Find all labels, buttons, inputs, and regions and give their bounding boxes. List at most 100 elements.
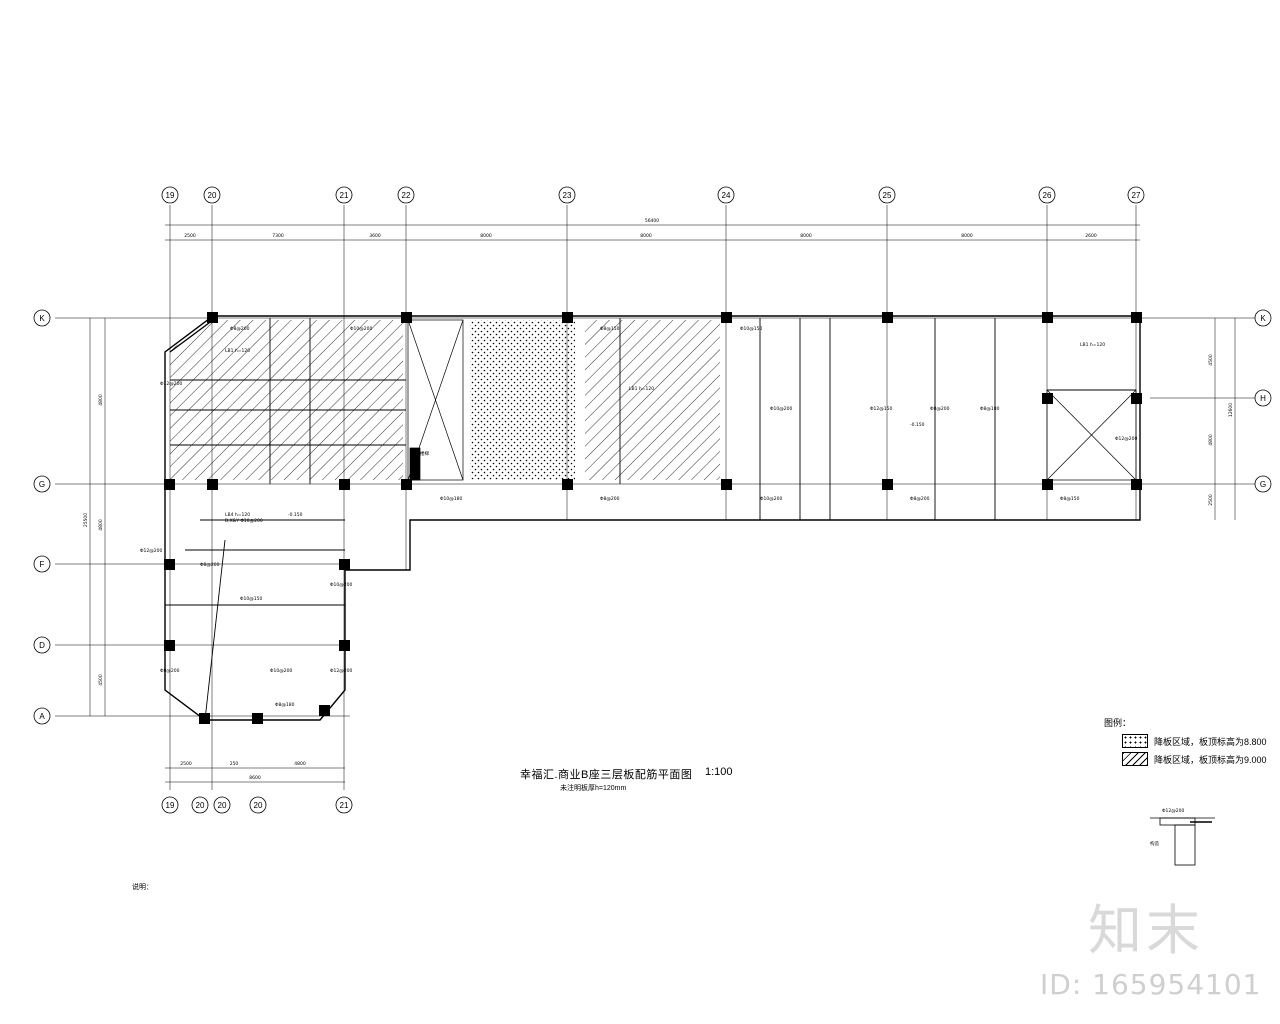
svg-text:2500: 2500 [1208,494,1214,506]
svg-text:Φ12@200: Φ12@200 [330,668,352,674]
svg-text:楼梯: 楼梯 [420,450,429,457]
svg-text:4800: 4800 [1208,434,1214,446]
svg-text:Φ8@180: Φ8@180 [980,406,1000,412]
svg-text:4800: 4800 [98,519,104,531]
dots-pattern-swatch [1122,734,1148,748]
svg-text:21: 21 [340,191,349,200]
svg-text:25500: 25500 [83,513,89,527]
watermark-brand: 知末 [1088,899,1204,962]
svg-text:Φ10@200: Φ10@200 [760,496,782,502]
grid-bubble: 21 [335,796,353,814]
svg-text:LB4 h=120: LB4 h=120 [225,512,250,518]
svg-text:G: G [39,480,45,489]
svg-text:2600: 2600 [1085,233,1097,239]
svg-text:Φ8@150: Φ8@150 [1060,496,1080,502]
grid-bubble: G [33,475,51,493]
openings [407,319,1137,481]
svg-text:Φ8@200: Φ8@200 [200,562,220,568]
svg-text:4500: 4500 [1208,354,1214,366]
svg-text:LB1 h=120: LB1 h=120 [225,348,250,354]
svg-text:20: 20 [218,801,227,810]
grid-bubble: D [33,636,51,654]
grid-bubble: F [33,555,51,573]
svg-text:Φ10@180: Φ10@180 [440,496,462,502]
dimension-right [1214,318,1236,520]
svg-text:8000: 8000 [640,233,652,239]
legend-title: 图例： [1104,718,1132,728]
svg-text:4500: 4500 [98,674,104,686]
svg-text:Φ12@200: Φ12@200 [1162,808,1184,814]
grid-bubble: 20 [249,796,267,814]
svg-text:A: A [39,712,45,721]
svg-text:20: 20 [254,801,263,810]
svg-text:2500: 2500 [180,761,192,767]
dimension-right-labels: 4500 4800 2500 12600 [1208,354,1234,506]
grid-bubble: G [1254,475,1272,493]
svg-text:25: 25 [883,191,892,200]
grid-bubble: 20 [213,796,231,814]
svg-text:22: 22 [402,191,411,200]
grid-bubble: H [1254,389,1272,407]
grid-bubble: K [1254,309,1272,327]
dimension-bottom-labels: 2500 250 4800 8600 [180,761,306,781]
svg-text:Φ12@150: Φ12@150 [870,406,892,412]
grid-bubble: A [33,707,51,725]
svg-text:19: 19 [166,801,175,810]
svg-text:7300: 7300 [272,233,284,239]
svg-text:Φ8@200: Φ8@200 [230,326,250,332]
svg-text:8000: 8000 [800,233,812,239]
svg-text:Φ12@200: Φ12@200 [160,381,182,387]
grid-bubble: 27 [1127,186,1145,204]
grid-bubbles-right: K H G [1254,309,1272,493]
svg-text:-0.150: -0.150 [910,422,925,428]
legend-item-hatch: 降板区域，板顶标高为9.000 [1122,752,1267,766]
grid-bubble: 23 [558,186,576,204]
svg-text:Φ10@200: Φ10@200 [270,668,292,674]
section-detail: Φ12@200 构造 [1150,808,1215,866]
grid-bubbles-left: K G F D A [33,309,51,725]
svg-text:24: 24 [722,191,731,200]
grid-bubble: 24 [717,186,735,204]
drawing-scale: 1:100 [705,766,733,778]
dimension-left-labels: 4800 4800 4500 25500 [83,394,104,686]
svg-text:Φ10@200: Φ10@200 [330,582,352,588]
legend-label: 降板区域，板顶标高为9.000 [1154,754,1267,765]
grid-bubble: 21 [335,186,353,204]
grid-bubbles-bottom: 19 20 20 20 21 [161,796,353,814]
svg-text:27: 27 [1132,191,1141,200]
svg-text:2500: 2500 [184,233,196,239]
grid-bubble: 22 [397,186,415,204]
svg-text:3600: 3600 [369,233,381,239]
svg-text:构造: 构造 [1150,840,1159,847]
svg-text:19: 19 [166,191,175,200]
svg-text:20: 20 [196,801,205,810]
grid-bubble: 26 [1038,186,1056,204]
svg-text:Φ10@200: Φ10@200 [350,326,372,332]
svg-text:G: G [1260,480,1266,489]
svg-text:250: 250 [230,761,239,767]
svg-text:23: 23 [563,191,572,200]
svg-text:D: D [39,641,45,650]
svg-text:F: F [40,560,45,569]
svg-text:8000: 8000 [480,233,492,239]
grid-bubble: 19 [161,796,179,814]
grid-bubble: 19 [161,186,179,204]
dimension-bottom [165,767,345,783]
grid-bubble: 20 [191,796,209,814]
svg-text:8000: 8000 [961,233,973,239]
drawing-subtitle: 未注明板厚h=120mm [560,785,627,792]
svg-text:20: 20 [208,191,217,200]
hatch-pattern-swatch [1122,752,1148,766]
svg-text:H: H [1260,394,1266,403]
svg-text:Φ10@150: Φ10@150 [740,326,762,332]
svg-text:Φ12@200: Φ12@200 [140,548,162,554]
svg-text:-0.150: -0.150 [288,512,303,518]
svg-text:12600: 12600 [1228,403,1234,417]
svg-text:Φ8@200: Φ8@200 [160,668,180,674]
svg-text:K: K [1260,314,1266,323]
svg-text:26: 26 [1043,191,1052,200]
dimension-top [165,224,1140,241]
svg-text:4800: 4800 [294,761,306,767]
dotted-zones [470,320,575,480]
svg-text:Φ8@150: Φ8@150 [600,326,620,332]
